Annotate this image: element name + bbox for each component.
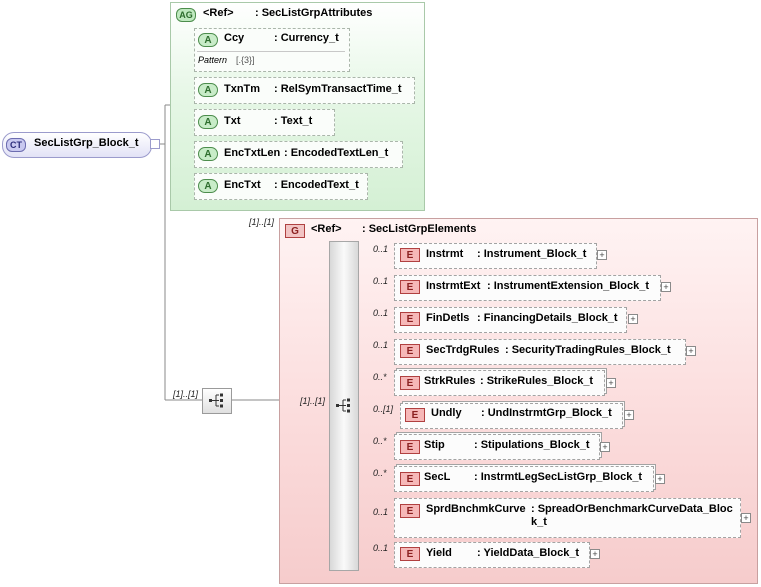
attribute-txntm[interactable] [194,77,415,104]
element-occurrence: 0..1 [373,340,389,350]
attribute-type: : RelSymTransactTime_t [274,83,402,95]
attribute-name: Txt [224,115,241,127]
element-type: : YieldData_Block_t [477,547,580,559]
attribute-enctxt[interactable] [194,173,368,200]
element-occurrence: 0..* [373,468,387,478]
attribute-tag: A [198,83,218,97]
attribute-tag: A [198,147,218,161]
plus-icon[interactable]: + [600,442,610,452]
attribute-type: : Text_t [274,115,313,127]
facet-label: Pattern [198,55,228,65]
element-tag: E [400,547,420,561]
attribute-name: EncTxt [224,179,261,191]
element-instrmtext[interactable] [394,275,661,301]
element-name: Instrmt [426,248,464,260]
attribute-type: : EncodedTextLen_t [284,147,389,159]
sequence-node[interactable] [202,388,232,414]
element-occurrence: 0..1 [373,543,389,553]
element-tag: E [400,376,420,390]
attribute-name: EncTxtLen [224,147,281,159]
complex-type-tag: CT [6,138,26,152]
plus-icon[interactable]: + [628,314,638,324]
element-type: : InstrumentExtension_Block_t [487,280,649,292]
element-tag: E [400,472,420,486]
sequence-icon [209,393,223,408]
element-type: : InstrmtLegSecListGrp_Block_t [474,471,643,483]
element-type: : FinancingDetails_Block_t [477,312,618,324]
group-name: : SecListGrpElements [362,223,477,235]
element-type: : StrikeRules_Block_t [480,375,594,387]
element-occurrence: 0..1 [373,308,389,318]
element-occurrence: 0..[1] [373,404,394,414]
element-tag: E [400,440,420,454]
element-strkrules[interactable] [394,370,605,396]
attribute-type: : EncodedText_t [274,179,359,191]
complex-type-name: SecListGrp_Block_t [34,137,139,149]
plus-icon[interactable]: + [686,346,696,356]
element-type: : UndInstrmtGrp_Block_t [481,407,612,419]
element-tag: E [400,344,420,358]
element-tag: E [405,408,425,422]
attribute-type: : Currency_t [274,32,339,44]
plus-icon[interactable]: + [655,474,665,484]
plus-icon[interactable]: + [606,378,616,388]
element-occurrence: 0..1 [373,244,389,254]
element-type: : SpreadOrBenchmarkCurveData_Block_t [531,503,733,528]
plus-icon[interactable]: + [741,513,751,523]
element-name: InstrmtExt [426,280,481,292]
attribute-ccy[interactable] [194,28,350,72]
complex-type-node[interactable] [2,132,152,158]
attribute-group-ref: <Ref> [203,7,234,19]
element-findetls[interactable] [394,307,627,333]
element-tag: E [400,280,420,294]
element-name: StrkRules [424,375,476,387]
element-name: SprdBnchmkCurve [426,503,526,515]
group-ref: <Ref> [311,223,342,235]
element-stip[interactable] [394,434,600,460]
group-tag: G [285,224,305,238]
complex-type-connector [150,139,160,149]
element-occurrence: 0..* [373,372,387,382]
plus-icon[interactable]: + [597,250,607,260]
attribute-tag: A [198,33,218,47]
element-tag: E [400,312,420,326]
group-occurrence: [1]..[1] [249,217,275,227]
attribute-tag: A [198,115,218,129]
plus-icon[interactable]: + [624,410,634,420]
element-sectrdgrules[interactable] [394,339,686,365]
element-secl[interactable] [394,466,654,492]
element-instrmt[interactable] [394,243,597,269]
element-name: Undly [431,407,462,419]
attribute-tag: A [198,179,218,193]
attribute-group-name: : SecListGrpAttributes [255,7,373,19]
inner-sequence-occurrence: [1]..[1] [300,396,326,406]
element-undly[interactable] [400,403,623,429]
facet-value: [.{3}] [236,55,255,65]
sequence-occurrence: [1]..[1] [173,389,199,399]
sequence-icon [336,398,350,413]
element-occurrence: 0..1 [373,507,389,517]
attribute-name: Ccy [224,32,245,44]
element-tag: E [400,248,420,262]
element-yield[interactable] [394,542,590,568]
element-occurrence: 0..* [373,436,387,446]
attribute-name: TxnTm [224,83,261,95]
element-name: SecTrdgRules [426,344,500,356]
element-name: SecL [424,471,451,483]
element-sprdbnchmkcurve[interactable] [394,498,741,538]
element-name: Stip [424,439,445,451]
element-tag: E [400,504,420,518]
element-name: FinDetls [426,312,470,324]
facet-divider [197,51,345,52]
plus-icon[interactable]: + [590,549,600,559]
element-type: : Stipulations_Block_t [474,439,590,451]
attribute-enctxtlen[interactable] [194,141,403,168]
plus-icon[interactable]: + [661,282,671,292]
element-name: Yield [426,547,452,559]
element-type: : SecurityTradingRules_Block_t [505,344,671,356]
element-type: : Instrument_Block_t [477,248,587,260]
element-occurrence: 0..1 [373,276,389,286]
attribute-group-tag: AG [176,8,196,22]
